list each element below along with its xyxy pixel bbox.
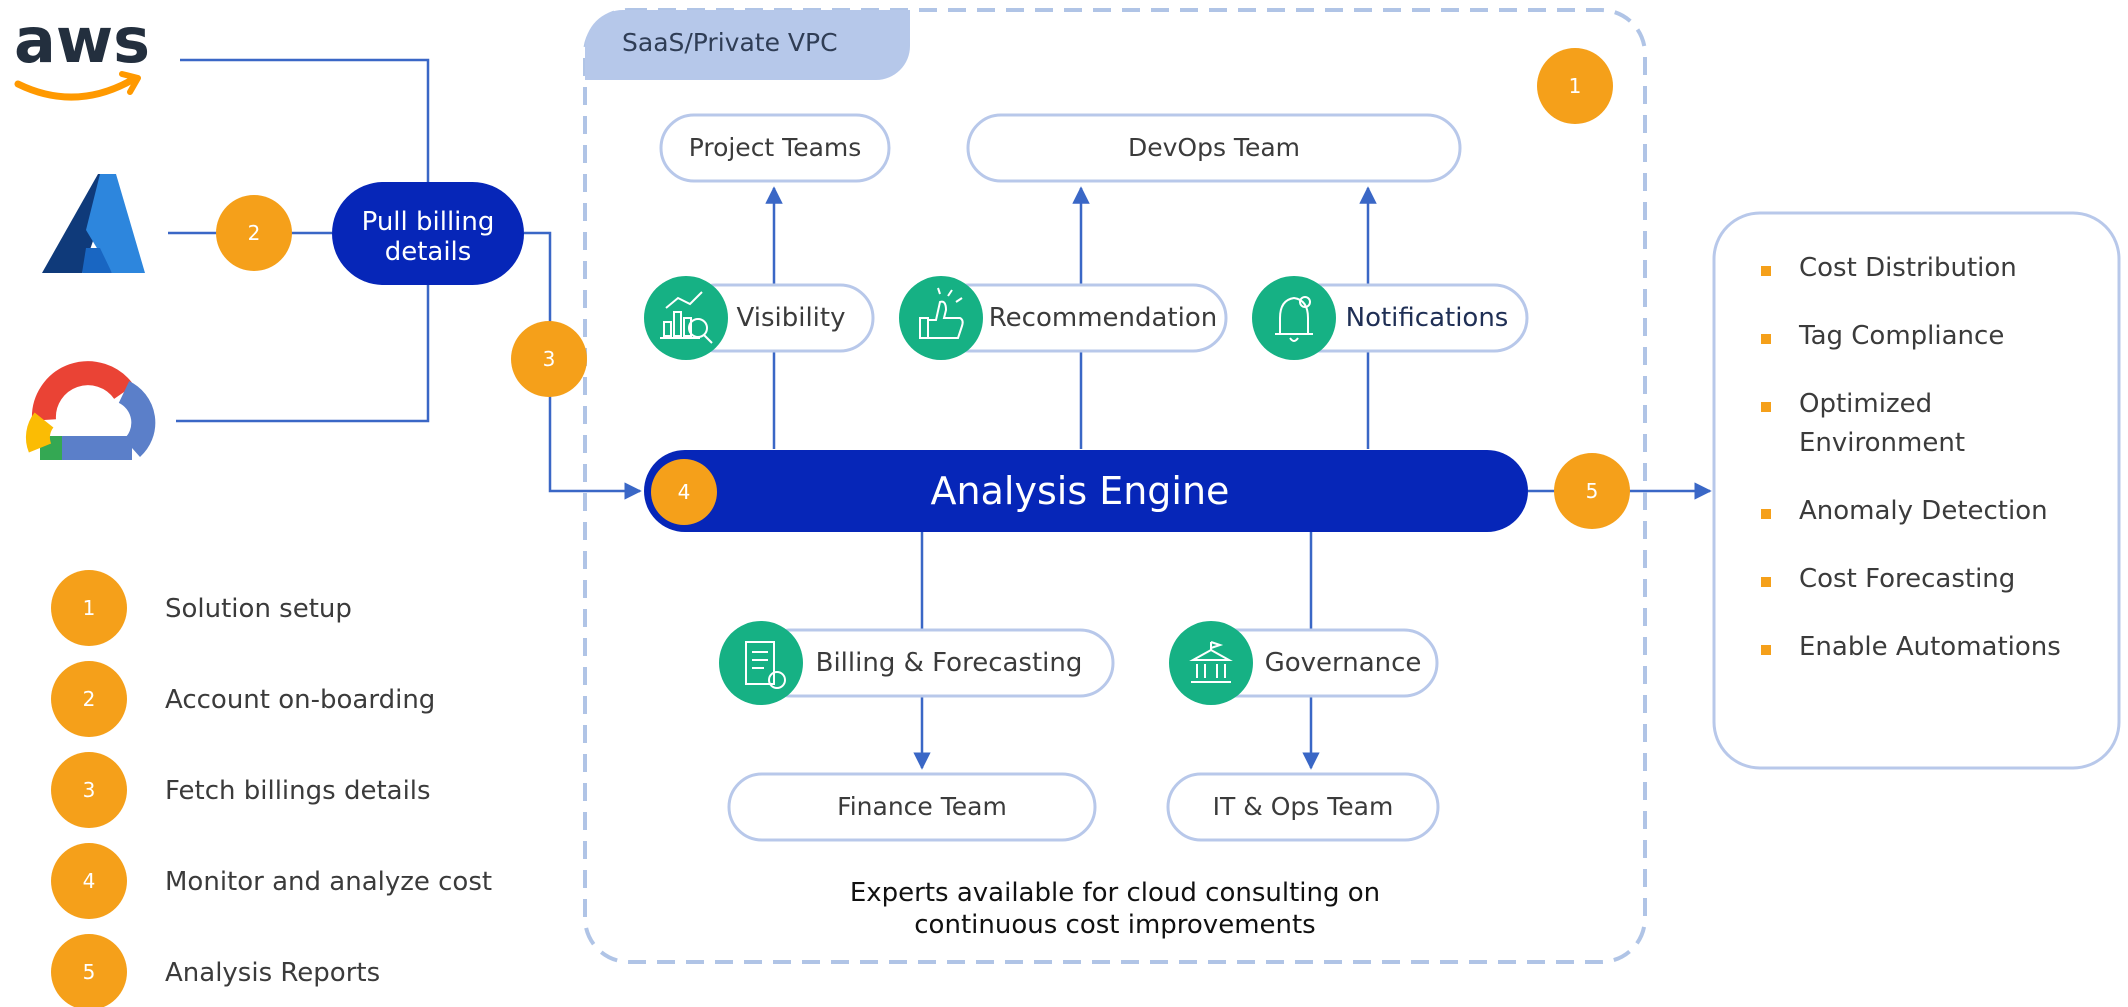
report-bullet	[1761, 334, 1771, 344]
it-ops-team-label: IT & Ops Team	[1213, 792, 1394, 821]
report-item: Anomaly Detection	[1761, 496, 2048, 526]
finance-team-label: Finance Team	[837, 792, 1007, 821]
pull-billing-label-line2: details	[385, 237, 472, 267]
svg-text:4: 4	[678, 480, 691, 504]
invoice-icon	[745, 641, 786, 689]
legend-number-badge	[51, 843, 127, 919]
project-teams-node: Project Teams	[659, 113, 891, 183]
svg-text:2: 2	[248, 221, 261, 245]
recommendation-label: Recommendation	[989, 303, 1217, 333]
step-marker-3: 3	[511, 321, 587, 397]
report-item-label: Environment	[1799, 428, 1965, 458]
legend-text: Analysis Reports	[165, 958, 380, 988]
visibility-chart-icon	[660, 291, 713, 344]
legend-text: Fetch billings details	[165, 776, 431, 806]
legend-number: 1	[83, 596, 96, 620]
legend-number: 4	[83, 869, 96, 893]
project-teams-label: Project Teams	[689, 133, 862, 162]
thumbs-up-icon	[919, 287, 964, 339]
report-item-label: Optimized	[1799, 389, 1932, 419]
legend-text: Monitor and analyze cost	[165, 867, 492, 897]
report-item: Cost Forecasting	[1761, 564, 2015, 594]
report-item-label: Cost Forecasting	[1799, 564, 2015, 594]
legend-item: 2 Account on-boarding	[51, 661, 435, 737]
legend-text: Solution setup	[165, 594, 352, 624]
vpc-container: SaaS/Private VPC	[583, 8, 1647, 964]
governance-module: Governance	[1169, 621, 1439, 705]
devops-team-node: DevOps Team	[966, 113, 1462, 183]
legend-text: Account on-boarding	[165, 685, 435, 715]
analysis-engine-label: Analysis Engine	[931, 469, 1230, 513]
billing-forecasting-label: Billing & Forecasting	[816, 648, 1083, 678]
legend-number: 5	[83, 960, 96, 984]
step-marker-1: 1	[1537, 48, 1613, 124]
report-item: Enable Automations	[1761, 632, 2061, 662]
report-bullet	[1761, 266, 1771, 276]
finance-team-node: Finance Team	[727, 772, 1097, 842]
legend-item: 4 Monitor and analyze cost	[51, 843, 492, 919]
legend-number-badge	[51, 570, 127, 646]
svg-text:1: 1	[1569, 74, 1582, 98]
consulting-note: Experts available for cloud consulting o…	[850, 878, 1380, 940]
legend-item: 5 Analysis Reports	[51, 934, 380, 1007]
legend-item: 3 Fetch billings details	[51, 752, 431, 828]
devops-team-label: DevOps Team	[1128, 133, 1300, 162]
svg-text:3: 3	[543, 347, 556, 371]
legend-number: 3	[83, 778, 96, 802]
notifications-module: Notifications	[1252, 276, 1529, 360]
bell-icon	[1275, 296, 1313, 342]
report-item-label: Anomaly Detection	[1799, 496, 2048, 526]
report-bullet	[1761, 402, 1771, 412]
report-bullet	[1761, 645, 1771, 655]
recommendation-module: Recommendation	[899, 276, 1228, 360]
step-marker-4: 4	[651, 459, 717, 525]
report-bullet	[1761, 577, 1771, 587]
visibility-module: Visibility	[644, 276, 875, 360]
visibility-label: Visibility	[737, 303, 846, 333]
it-ops-team-node: IT & Ops Team	[1166, 772, 1440, 842]
governance-label: Governance	[1265, 648, 1422, 678]
svg-text:5: 5	[1586, 479, 1599, 503]
google-cloud-logo	[25, 361, 156, 460]
billing-forecasting-module: Billing & Forecasting	[719, 621, 1115, 705]
pull-billing-label-line1: Pull billing	[362, 207, 495, 237]
consulting-note-line1: Experts available for cloud consulting o…	[850, 878, 1380, 908]
pull-billing-node: Pull billing details	[332, 182, 524, 285]
analysis-engine-node: Analysis Engine	[644, 450, 1528, 532]
step-marker-2: 2	[216, 195, 292, 271]
notifications-label: Notifications	[1346, 303, 1509, 333]
consulting-note-line2: continuous cost improvements	[914, 910, 1315, 940]
report-item-label: Enable Automations	[1799, 632, 2061, 662]
legend-number: 2	[83, 687, 96, 711]
legend-number-badge	[51, 661, 127, 737]
report-item: Cost Distribution	[1761, 253, 2017, 283]
step-marker-5: 5	[1554, 453, 1630, 529]
aws-logo: aws	[14, 4, 150, 101]
report-item-label: Cost Distribution	[1799, 253, 2017, 283]
azure-logo	[42, 174, 145, 273]
legend-item: 1 Solution setup	[51, 570, 352, 646]
step-legend: 1 Solution setup 2 Account on-boarding 3 Fetc…	[51, 570, 492, 1007]
legend-number-badge	[51, 934, 127, 1007]
report-bullet	[1761, 509, 1771, 519]
vpc-title: SaaS/Private VPC	[622, 28, 838, 57]
svg-text:aws: aws	[14, 4, 150, 77]
government-building-icon	[1189, 641, 1233, 683]
legend-number-badge	[51, 752, 127, 828]
report-item-label: Tag Compliance	[1798, 321, 2004, 351]
report-item: Tag Compliance	[1761, 321, 2004, 351]
